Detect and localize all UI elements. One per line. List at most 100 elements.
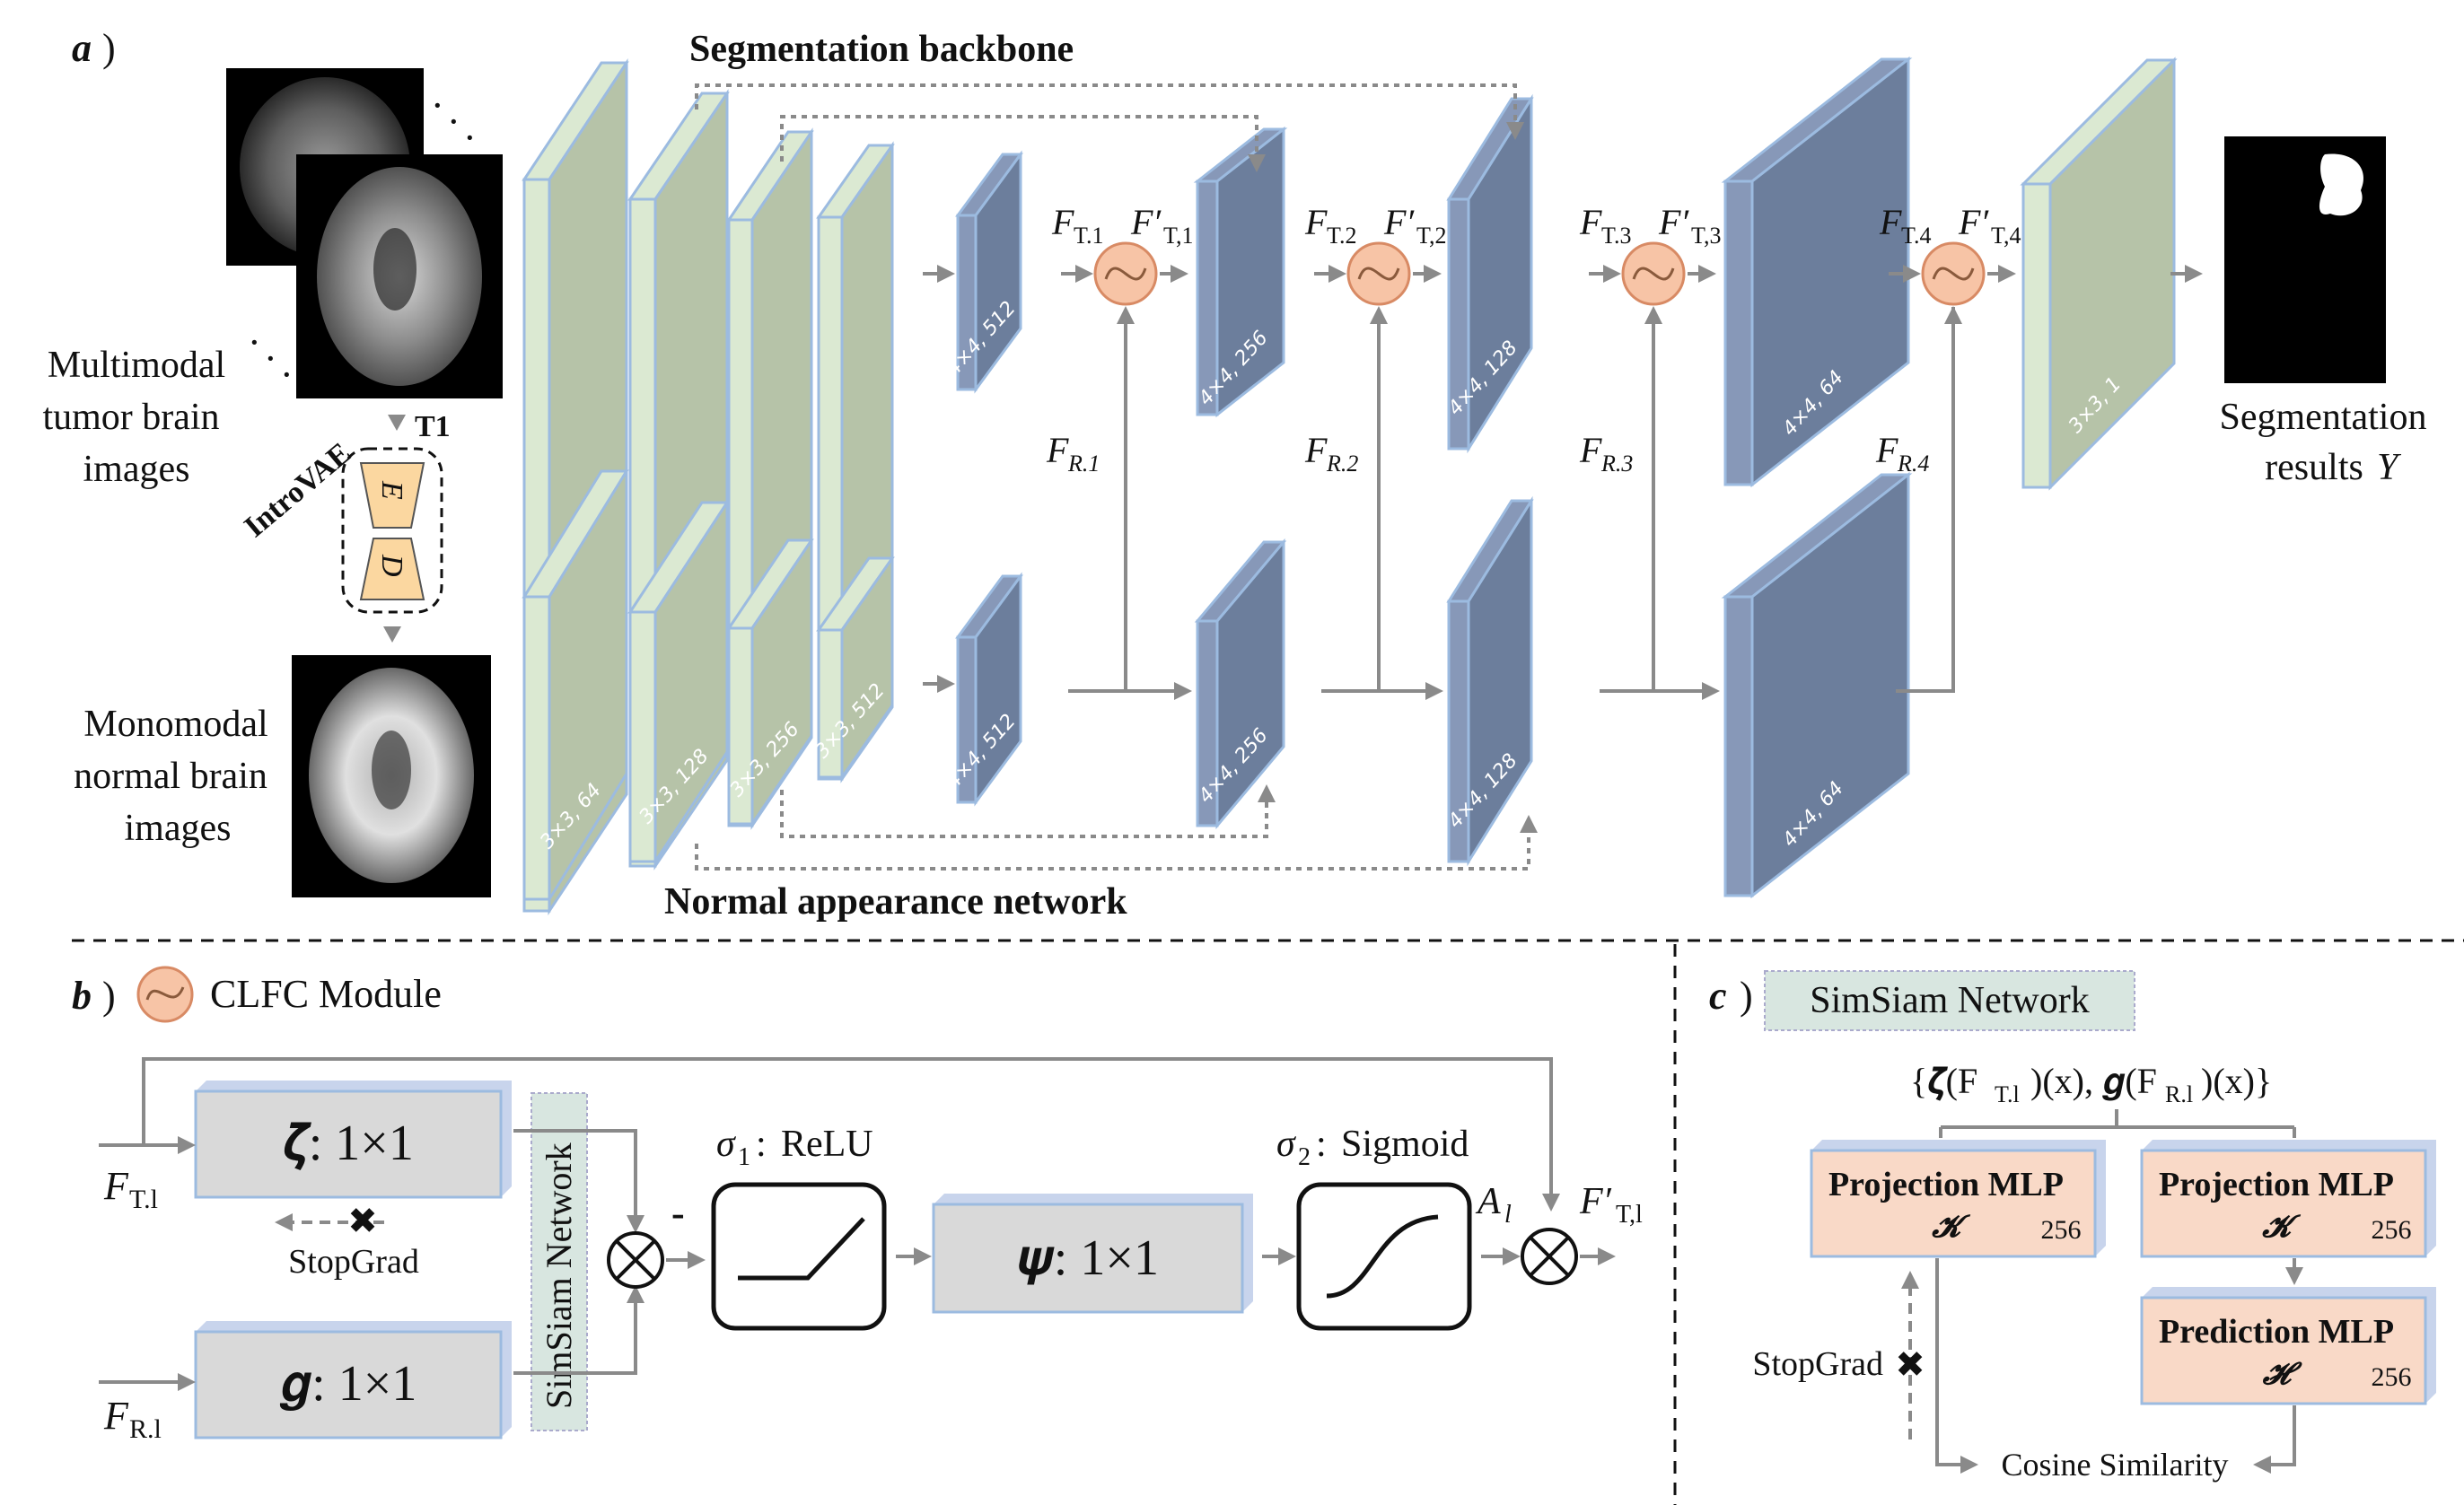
- normal-block-1-side: [522, 595, 551, 901]
- encoder-label: E: [375, 480, 408, 500]
- zeta-to-mul: [513, 1129, 644, 1233]
- normal-block-4-front: [840, 554, 894, 782]
- output-label-2: results: [2265, 447, 2363, 488]
- projection-mlp-1: [1810, 1149, 2097, 1258]
- backbone-block-8-side: [1723, 179, 1754, 486]
- normal-block-5: 4×4, 512: [943, 572, 1023, 807]
- pred-dim: 256: [2372, 1362, 2412, 1392]
- introvae-out-arrow: [383, 626, 401, 643]
- fr-sub-1: R.1: [1067, 451, 1100, 477]
- prediction-mlp: [2140, 1296, 2427, 1405]
- ftp-label-4: F′: [1958, 202, 1989, 242]
- fr-sub-4: R.4: [1897, 451, 1929, 477]
- panel-b-title: CLFC Module: [210, 972, 442, 1016]
- ftp-label-3: F′: [1658, 202, 1689, 242]
- backbone-block-6: 4×4, 256: [1193, 126, 1288, 418]
- ftp-label-2: F′: [1383, 202, 1415, 242]
- zeta-box: [194, 1089, 503, 1199]
- g-op-label: 𝒈: 1×1: [280, 1356, 417, 1412]
- backbone-block-9-front: [2048, 57, 2176, 491]
- input-top-f: F: [103, 1164, 129, 1208]
- g-to-mul: [513, 1285, 644, 1375]
- formula-split: [1939, 1109, 2296, 1138]
- panel-c-paren: ): [1740, 974, 1753, 1018]
- normal-block-2-front: [653, 497, 729, 867]
- input-label-3: images: [83, 449, 190, 490]
- stopgrad-c-label: StopGrad: [1752, 1345, 1883, 1383]
- decoder-shape: [359, 538, 425, 600]
- normal-block-8-front: [1750, 471, 1910, 899]
- clfc-wave-1: [1104, 267, 1147, 281]
- backbone-block-6-front: [1215, 126, 1285, 418]
- normal-brain-ventricle: [372, 731, 411, 809]
- normal-block-7: 4×4, 128: [1444, 495, 1534, 867]
- formula-sub1: T.l: [1995, 1081, 2020, 1107]
- proj1-label: Projection MLP: [1828, 1166, 2064, 1203]
- simsiam-vertical-label: SimSiam Network: [539, 1142, 579, 1409]
- tumor-mask: [2319, 153, 2364, 216]
- sigma1-colon: :: [756, 1124, 767, 1165]
- input-label-2: tumor brain: [42, 397, 219, 438]
- pred-label: Prediction MLP: [2159, 1313, 2394, 1351]
- ftp-sub-1: T,1: [1163, 223, 1193, 249]
- formula-part3: )(x)}: [2201, 1061, 2272, 1101]
- proj2-dim: 256: [2372, 1215, 2412, 1245]
- multiply-x2: [615, 1239, 656, 1281]
- cosine-similarity-label: Cosine Similarity: [2001, 1447, 2228, 1483]
- ellipsis-bottom-2: ·: [264, 337, 277, 381]
- output-label-1: Segmentation: [2220, 397, 2427, 438]
- ellipsis-top-2: ·: [447, 100, 460, 144]
- normal-block-6: 4×4, 256: [1195, 538, 1287, 830]
- ellipsis-bottom: ·: [248, 320, 261, 364]
- output-sub: T,l: [1616, 1201, 1643, 1229]
- zeta-op-label: 𝜻: 1×1: [283, 1116, 414, 1171]
- backbone-block-8: 4×4, 64: [1721, 56, 1913, 488]
- pred-to-cosine: [2253, 1405, 2296, 1474]
- a-symbol: A: [1475, 1181, 1501, 1222]
- backbone-block-7: 4×4, 128: [1444, 93, 1534, 454]
- ft-sub-1: T.1: [1074, 223, 1103, 249]
- backbone-block-9-side: [2021, 182, 2052, 489]
- clfc-wave-4: [1932, 267, 1975, 281]
- ft-label-1: F: [1051, 202, 1074, 242]
- fr-sub-3: R.3: [1600, 451, 1633, 477]
- bypass-line: [142, 1057, 1560, 1212]
- input-label-1: Multimodal: [48, 345, 225, 386]
- fr-label-4: F: [1875, 430, 1898, 470]
- psi-op-label: 𝝍: 1×1: [1017, 1230, 1159, 1286]
- fr-label-3: F: [1579, 430, 1602, 470]
- normal-block-3: 3×3, 256: [726, 536, 814, 828]
- normal-block-4: 3×3, 512: [811, 554, 895, 782]
- panel-a-tag: a: [72, 26, 92, 70]
- ft-label-4: F: [1879, 202, 1902, 242]
- ftp-sub-4: T,4: [1991, 223, 2021, 249]
- normal-network-title: Normal appearance network: [664, 881, 1127, 923]
- panel-c-tag: c: [1709, 974, 1727, 1018]
- backbone-title: Segmentation backbone: [689, 29, 1074, 70]
- ellipsis-top-3: ·: [463, 116, 477, 160]
- sigma1-sub: 1: [738, 1143, 750, 1171]
- panel-a-paren: ): [102, 26, 116, 70]
- formula-part1: {𝜻(F: [1910, 1061, 1977, 1101]
- sigma2-colon: :: [1316, 1124, 1327, 1165]
- t1-arrow: [388, 415, 406, 431]
- output-symbol: Y: [2377, 447, 2402, 488]
- proj2-label: Projection MLP: [2159, 1166, 2394, 1203]
- relu-box: [711, 1182, 887, 1331]
- stopgrad-cross-icon: ✖: [347, 1201, 378, 1241]
- skip-connection-top-inner: [780, 115, 1266, 172]
- panel-b: b ) CLFC Module 𝜻: 1×1 𝒈: 1×1 F T.l F R.…: [72, 966, 1643, 1444]
- normal-label-3: images: [125, 808, 232, 849]
- panel-b-paren: ): [102, 974, 116, 1018]
- sigmoid-label: Sigmoid: [1341, 1124, 1469, 1165]
- ftp-sub-2: T,2: [1416, 223, 1446, 249]
- sigma1-symbol: σ: [716, 1124, 737, 1165]
- normal-block-8-side: [1723, 595, 1754, 897]
- simsiam-title-box: [1764, 970, 2135, 1031]
- normal-block-6-front: [1215, 538, 1285, 830]
- normal-block-1-front: [548, 466, 628, 905]
- input-top-sub: T.l: [129, 1185, 158, 1214]
